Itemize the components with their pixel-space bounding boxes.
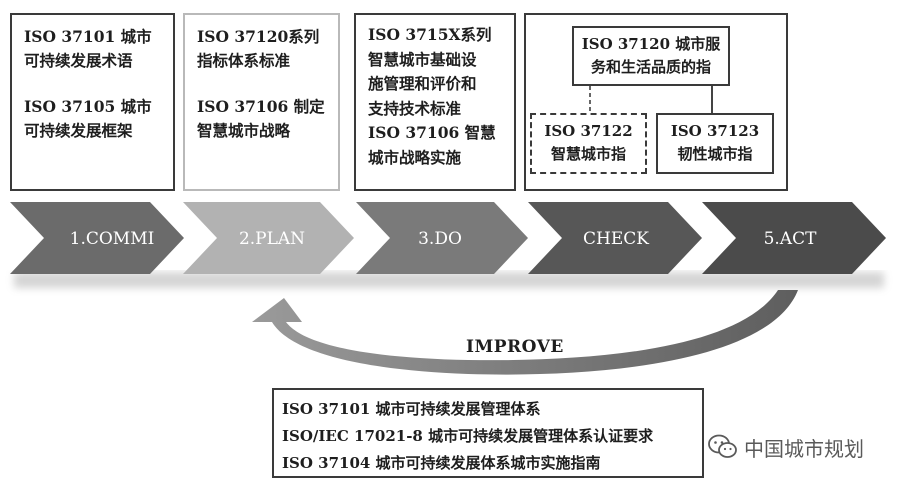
plan-standards-box: ISO 37120系列 指标体系标准 ISO 37106 制定 智慧城市战略 [183,13,340,191]
watermark-text: 中国城市规划 [744,436,864,461]
check-right-box: ISO 37123 韧性城市指 [656,113,774,174]
commit-line-4: 可持续发展框架 [24,121,133,140]
management-line-3: ISO 37104 城市可持续发展体系城市实施指南 [282,454,601,472]
watermark: 中国城市规划 [708,432,864,462]
check-top-line-2: 务和生活品质的指 [590,58,711,76]
stage-label-check: CHECK [583,229,649,249]
stage-label-do: 3.DO [418,229,462,249]
check-left-box: ISO 37122 智慧城市指 [530,113,647,174]
chevron-check [528,202,702,274]
do-line-4: 支持技术标准 [368,98,462,118]
chevron-do [356,202,528,274]
management-line-1: ISO 37101 城市可持续发展管理体系 [282,400,541,418]
chevron-act [702,202,886,274]
stage-chevrons [10,202,886,274]
commit-line-1: ISO 37101 城市 [24,27,152,46]
check-right-line-2: 韧性城市指 [677,145,753,163]
chevron-shadows [14,272,884,288]
chevron-plan [183,202,354,274]
plan-line-4: 智慧城市战略 [197,121,291,140]
stage-label-plan: 2.PLAN [239,229,305,249]
check-left-line-1: ISO 37122 [544,122,633,140]
commit-line-2: 可持续发展术语 [24,51,133,70]
check-top-line-1: ISO 37120 城市服 [581,35,721,53]
plan-line-1: ISO 37120系列 [197,27,320,46]
check-right-line-1: ISO 37123 [670,122,760,140]
chevron-commit [10,202,184,274]
improve-arc-arrow [252,290,798,375]
do-standards-box: ISO 3715X系列 智慧城市基础设 施管理和评价和 支持技术标准 ISO 3… [354,13,516,191]
management-line-2: ISO/IEC 17021-8 城市可持续发展管理体系认证要求 [282,427,654,445]
improve-label: IMPROVE [466,337,564,357]
commit-line-3: ISO 37105 城市 [24,97,152,116]
commit-standards-box: ISO 37101 城市 可持续发展术语 ISO 37105 城市 可持续发展框… [10,13,175,191]
check-top-box: ISO 37120 城市服 务和生活品质的指 [572,26,730,86]
management-standards-box: ISO 37101 城市可持续发展管理体系 ISO/IEC 17021-8 城市… [272,388,704,478]
do-line-5: ISO 37106 智慧 [368,123,496,142]
do-line-2: 智慧城市基础设 [368,49,477,69]
wechat-icon [708,434,737,458]
plan-line-3: ISO 37106 制定 [197,97,325,116]
check-left-line-2: 智慧城市指 [550,145,626,163]
stage-label-commit: 1.COMMI [70,229,155,249]
do-line-3: 施管理和评价和 [368,74,477,93]
stage-label-act: 5.ACT [764,229,818,249]
plan-line-2: 指标体系标准 [197,51,291,70]
do-line-6: 城市战略实施 [368,147,462,167]
do-line-1: ISO 3715X系列 [368,25,492,44]
